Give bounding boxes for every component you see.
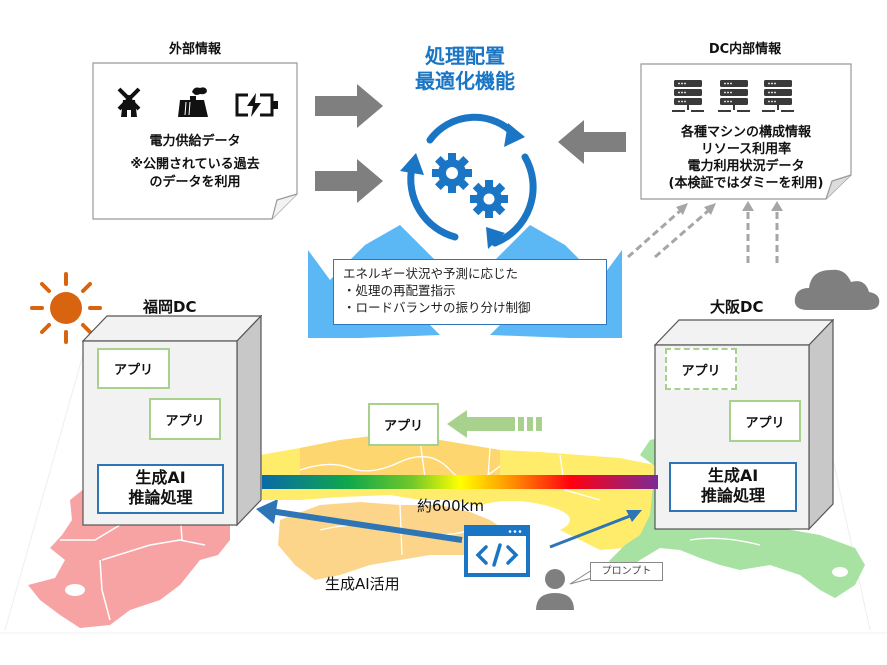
input-arrows-left: [315, 84, 383, 203]
external-info-line: のデータを利用: [149, 175, 241, 190]
fukuoka-app-box: アプリ: [97, 348, 170, 389]
dc-internal-info-text: 各種マシンの構成情報 リソース利用率 電力利用状況データ (本検証ではダミーを利…: [640, 124, 852, 192]
server-icon: [762, 80, 794, 112]
ai-box-line: 生成AI: [707, 466, 759, 485]
speech-bubble-tail: [569, 570, 593, 585]
instruction-bullet: ・処理の再配置指示: [343, 283, 456, 298]
user-icon: [536, 569, 574, 610]
gears-cycle-icon: [400, 113, 537, 249]
arrow-right-icon: [315, 159, 383, 203]
prompt-bubble: プロンプト: [590, 562, 663, 581]
instruction-box: エネルギー状況や予測に応じた ・処理の再配置指示 ・ロードバランサの振り分け制御: [333, 259, 607, 325]
arrow-up-right-icon: [626, 510, 642, 522]
power-plant-icon: [178, 87, 208, 117]
external-info-text: 電力供給データ ※公開されている過去 のデータを利用: [100, 133, 290, 192]
dc-info-line: 電力利用状況データ: [687, 159, 805, 174]
dc-info-line: 各種マシンの構成情報: [680, 125, 811, 140]
dc-internal-info-title: DC内部情報: [708, 42, 782, 57]
genai-usage-label: 生成AI活用: [325, 575, 400, 593]
external-info-title: 外部情報: [168, 42, 221, 57]
distance-label: 約600km: [417, 497, 484, 515]
sun-icon: [30, 272, 102, 344]
migration-arrow: [447, 410, 542, 438]
optimizer-title: 処理配置 最適化機能: [390, 44, 540, 94]
migrating-app-box: アプリ: [368, 403, 439, 446]
windmill-icon: [117, 87, 141, 117]
external-info-note: [92, 62, 298, 220]
distance-bar: [262, 475, 658, 489]
osaka-app-box: アプリ: [729, 400, 801, 442]
server-icon: [718, 80, 750, 112]
input-arrow-right: [558, 120, 626, 164]
ai-box-line: 推論処理: [128, 488, 193, 507]
external-info-line: 電力供給データ: [149, 134, 241, 149]
fukuoka-ai-inference-box: 生成AI 推論処理: [97, 464, 224, 514]
ai-box-line: 生成AI: [135, 468, 186, 487]
osaka-dc-label: 大阪DC: [710, 298, 764, 316]
server-icon: [672, 80, 704, 112]
instruction-heading: エネルギー状況や予測に応じた: [343, 266, 519, 281]
optimizer-title-line: 最適化機能: [415, 69, 515, 93]
server-icons: [672, 80, 794, 112]
fukuoka-app-box: アプリ: [149, 398, 221, 440]
arrow-right-icon: [315, 84, 383, 128]
arrow-up-left-icon: [256, 500, 278, 524]
map-region-kinki: [600, 465, 865, 598]
optimizer-title-line: 処理配置: [425, 44, 505, 68]
usage-arrows: [256, 500, 642, 549]
osaka-ai-inference-box: 生成AI 推論処理: [669, 462, 797, 512]
fukuoka-dc-label: 福岡DC: [143, 298, 197, 316]
dc-info-line: リソース利用率: [700, 142, 792, 157]
cloud-icon: [794, 269, 880, 310]
arrow-left-icon: [558, 120, 626, 164]
dc-info-line: (本検証ではダミーを利用): [668, 176, 824, 191]
osaka-app-box-vacated: アプリ: [665, 348, 737, 390]
arrow-left-icon: [447, 410, 515, 438]
instruction-bullet: ・ロードバランサの振り分け制御: [343, 300, 531, 315]
data-collection-arrows: [627, 201, 783, 263]
battery-charging-icon: [235, 93, 278, 117]
dc-internal-info-note: [640, 63, 852, 200]
code-window-icon: [464, 525, 530, 577]
ai-box-line: 推論処理: [700, 486, 765, 505]
external-info-line: ※公開されている過去: [130, 157, 260, 172]
